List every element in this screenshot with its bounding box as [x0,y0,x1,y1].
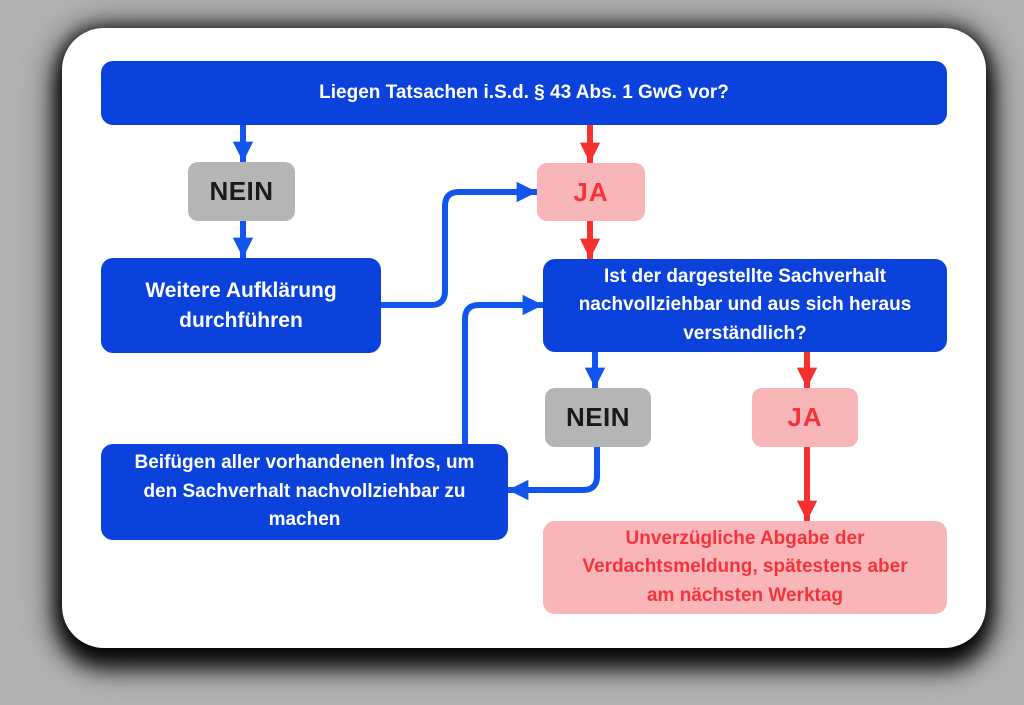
node-text-line: Unverzügliche Abgabe der [625,527,865,549]
node-text-line: Ist der dargestellte Sachverhalt [604,265,886,287]
node-abgabe-verdachtsmeldung: Unverzügliche Abgabe der Verdachtsmeldun… [543,521,947,614]
node-question-nachvollziehbar: Ist der dargestellte Sachverhalt nachvol… [543,259,947,352]
node-label-ja-2: JA [752,388,858,447]
node-label-ja-1: JA [537,163,645,221]
node-question-tatsachen: Liegen Tatsachen i.S.d. § 43 Abs. 1 GwG … [101,61,947,125]
node-text-line: machen [268,509,341,531]
node-text-line: verständlich? [683,322,807,344]
node-weitere-aufklaerung: Weitere Aufklärung durchführen [101,258,381,353]
node-text-line: Beifügen aller vorhandenen Infos, um [134,452,475,474]
node-text-line: am nächsten Werktag [646,584,844,606]
node-label-nein-1: NEIN [188,162,295,221]
node-text-line: Weitere Aufklärung [145,279,337,303]
node-text-line: durchführen [179,308,303,332]
node-text-line: nachvollziehbar und aus sich heraus [578,294,912,316]
node-label-nein-2: NEIN [545,388,651,447]
node-beifuegen-infos: Beifügen aller vorhandenen Infos, um den… [101,444,508,540]
node-text-line: Verdachtsmeldung, spätestens aber [582,556,908,578]
node-text-line: den Sachverhalt nachvollziehbar zu [143,480,466,502]
